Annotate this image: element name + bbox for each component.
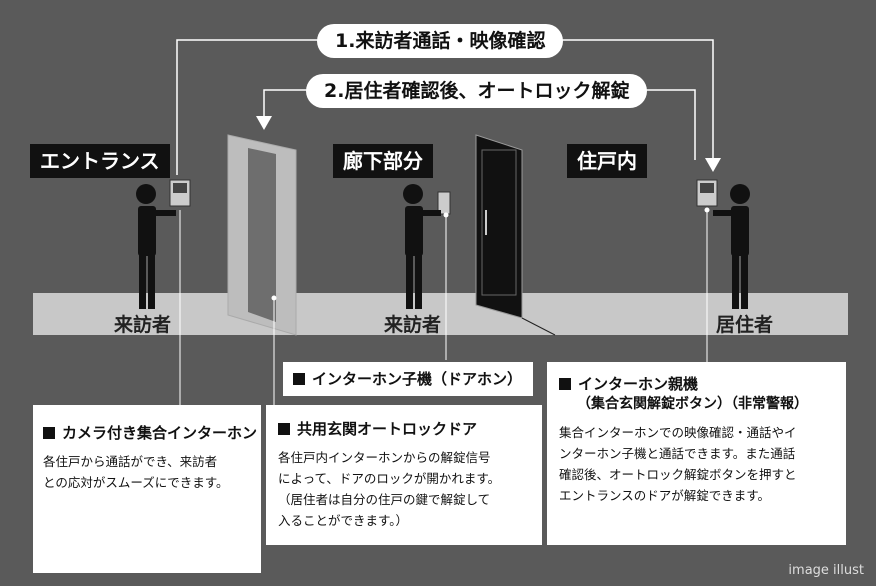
role-label-visitor-entrance: 来訪者: [114, 314, 172, 336]
flow-arrowhead-1: [705, 158, 721, 172]
visitor-figure-entrance: [136, 184, 176, 309]
floor: [33, 293, 848, 335]
watermark: image illust: [788, 563, 864, 578]
callout-door-intercom-title: インターホン子機（ドアホン）: [312, 370, 523, 388]
callout-autolock-door-title: 共用玄関オートロックドア: [297, 420, 478, 438]
zone-label-corridor: 廊下部分: [333, 144, 433, 178]
flow-step-1-label: 1.来訪者通話・映像確認: [317, 24, 564, 58]
callout-camera-intercom-line: との応対がスムーズにできます。: [43, 475, 229, 490]
flow-step-2-label: 2.居住者確認後、オートロック解錠: [306, 74, 648, 108]
square-bullet-icon: [293, 373, 305, 385]
callout-master-intercom: インターホン親機 （集合玄関解錠ボタン）（非常警報） 集合インターホンでの映像確…: [547, 362, 846, 545]
square-bullet-icon: [43, 427, 55, 439]
callout-autolock-door-line: 入ることができます。）: [278, 513, 409, 528]
role-label-resident: 居住者: [716, 314, 774, 336]
callout-master-intercom-subtitle: （集合玄関解錠ボタン）（非常警報）: [577, 396, 808, 412]
callout-master-intercom-line: 確認後、オートロック解錠ボタンを押すと: [559, 467, 797, 482]
unit-front-door: [475, 134, 523, 319]
callout-camera-intercom-line: 各住戸から通話ができ、来訪者: [43, 454, 218, 469]
callout-camera-intercom-title: カメラ付き集合インターホン: [62, 424, 258, 442]
square-bullet-icon: [278, 423, 290, 435]
callout-master-intercom-line: エントランスのドアが解錠できます。: [559, 488, 771, 503]
callout-master-intercom-title: インターホン親機: [578, 375, 699, 393]
flow-arrowhead-2: [256, 116, 272, 130]
callout-autolock-door: 共用玄関オートロックドア 各住戸内インターホンからの解錠信号 によって、ドアのロ…: [266, 405, 542, 545]
callout-camera-intercom: カメラ付き集合インターホン 各住戸から通話ができ、来訪者 との応対がスムーズにで…: [33, 405, 261, 573]
role-label-visitor-corridor: 来訪者: [384, 314, 442, 336]
zone-label-entrance: エントランス: [30, 144, 170, 178]
resident-figure: [713, 184, 750, 309]
callout-master-intercom-line: ンターホン子機と通話できます。また通話: [559, 446, 796, 461]
callout-autolock-door-line: 各住戸内インターホンからの解錠信号: [278, 450, 491, 465]
callout-door-intercom: インターホン子機（ドアホン）: [283, 362, 533, 396]
callout-autolock-door-line: （居住者は自分の住戸の鍵で解錠して: [278, 492, 491, 507]
square-bullet-icon: [559, 378, 571, 390]
callout-master-intercom-line: 集合インターホンでの映像確認・通話やイ: [559, 425, 797, 440]
zone-label-unit: 住戸内: [567, 144, 647, 178]
callout-autolock-door-line: によって、ドアのロックが開かれます。: [278, 471, 501, 486]
visitor-figure-corridor: [403, 184, 441, 309]
